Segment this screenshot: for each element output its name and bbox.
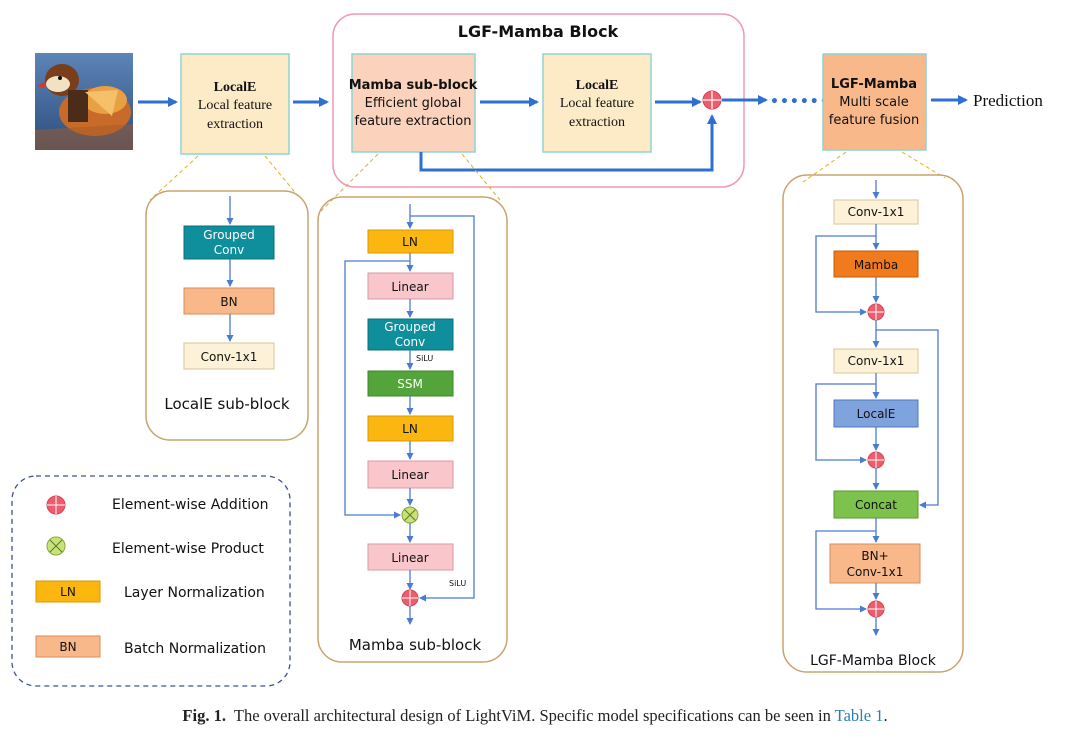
locale-second-line2: extraction — [569, 115, 625, 130]
mamba-linear2: Linear — [391, 468, 428, 482]
continuation-dots: •••••• — [770, 94, 830, 110]
legend-prod-label: Element-wise Product — [112, 541, 264, 557]
locale-top-box: LocalE Local feature extraction — [180, 53, 290, 155]
mamba-top-line2: feature extraction — [355, 114, 472, 129]
lgf-subblock-flow: Conv-1x1 Mamba Conv-1x1 LocalE Concat — [815, 180, 939, 636]
lgf-locale: LocalE — [857, 407, 896, 421]
lgf-conv1: Conv-1x1 — [848, 205, 905, 219]
lgf-top-line2: feature fusion — [829, 113, 919, 128]
mamba-top-title: Mamba sub-block — [349, 78, 478, 93]
mamba-subblock-flow: LN Linear Grouped Conv SiLU SSM LN Linea… — [344, 204, 475, 625]
legend-ln-label: Layer Normalization — [124, 585, 265, 601]
locale-second-line1: Local feature — [560, 96, 634, 111]
locale-top-line1: Local feature — [198, 98, 272, 113]
locale-bn: BN — [220, 295, 237, 309]
lgf-subblock-label: LGF-Mamba Block — [810, 653, 937, 669]
mamba-subblock-container — [317, 196, 508, 663]
legend-bn-label: Batch Normalization — [124, 641, 266, 657]
prediction-label: Prediction — [973, 91, 1043, 110]
lgf-mamba-top-box: LGF-Mamba Multi scale feature fusion — [822, 53, 927, 151]
zoom-guide-lines — [149, 151, 946, 213]
input-image-duck — [35, 53, 133, 150]
residual-arrow-top — [419, 114, 717, 172]
lgf-top-title: LGF-Mamba — [831, 77, 917, 92]
mamba-silu2: SiLU — [449, 579, 466, 588]
mamba-subblock-label: Mamba sub-block — [349, 636, 482, 654]
legend-ln-item: LN Layer Normalization — [35, 580, 265, 603]
lgf-mamba-block-title: LGF-Mamba Block — [458, 22, 619, 41]
mamba-ln2: LN — [402, 422, 418, 436]
lgf-add-node-1 — [867, 303, 885, 321]
legend-bn-swatch: BN — [59, 640, 76, 654]
mamba-ln1: LN — [402, 235, 418, 249]
mamba-add-node — [401, 589, 419, 607]
mamba-silu1: SiLU — [416, 354, 433, 363]
mamba-linear3: Linear — [391, 551, 428, 565]
figure-caption: Fig. 1. The overall architectural design… — [0, 706, 1070, 726]
lgf-add-node-3 — [867, 600, 885, 618]
mamba-grouped-l1: Grouped — [384, 320, 436, 334]
lgf-subblock-container — [782, 174, 964, 673]
legend-ln-swatch: LN — [60, 585, 76, 599]
mamba-grouped-l2: Conv — [395, 335, 425, 349]
mamba-top-line1: Efficient global — [365, 96, 462, 111]
locale-second-title: LocalE — [576, 78, 619, 93]
legend-prod-item: Element-wise Product — [46, 536, 264, 557]
locale-second-box: LocalE Local feature extraction — [542, 53, 652, 153]
mamba-linear1: Linear — [391, 280, 428, 294]
caption-end: . — [883, 706, 888, 725]
locale-conv: Conv-1x1 — [201, 350, 258, 364]
legend-bn-item: BN Batch Normalization — [35, 635, 266, 658]
caption-text: The overall architectural design of Ligh… — [233, 706, 831, 725]
legend-add-item: Element-wise Addition — [46, 495, 269, 515]
lgf-bn-l1: BN+ — [861, 549, 888, 563]
lgf-bn-l2: Conv-1x1 — [847, 565, 904, 579]
lgf-concat: Concat — [855, 498, 897, 512]
mamba-product-node — [401, 506, 419, 524]
legend-add-label: Element-wise Addition — [112, 497, 269, 513]
lgf-add-node-2 — [867, 451, 885, 469]
caption-table-link[interactable]: Table 1 — [834, 706, 884, 725]
mamba-ssm: SSM — [397, 377, 423, 391]
locale-grouped-l1: Grouped — [203, 228, 255, 242]
element-add-top — [702, 90, 722, 110]
lgf-mamba: Mamba — [854, 258, 898, 272]
locale-subblock-flow: Grouped Conv BN Conv-1x1 — [183, 196, 275, 370]
locale-subblock-label: LocalE sub-block — [164, 395, 289, 413]
lgf-conv2: Conv-1x1 — [848, 354, 905, 368]
caption-fig-number: Fig. 1. — [182, 706, 226, 725]
locale-top-title: LocalE — [214, 80, 257, 95]
mamba-subblock-top-box: Mamba sub-block Efficient global feature… — [349, 53, 478, 153]
lgf-top-line1: Multi scale — [839, 95, 908, 110]
locale-subblock-container — [145, 190, 309, 441]
locale-grouped-l2: Conv — [214, 243, 244, 257]
locale-top-line2: extraction — [207, 117, 263, 132]
